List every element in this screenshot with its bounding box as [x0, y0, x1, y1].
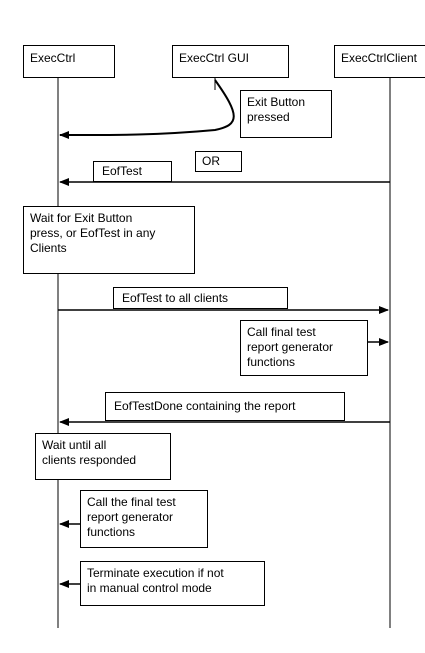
- note-wait-exit-or-eoftest: Wait for Exit Button press, or EofTest i…: [23, 206, 195, 274]
- label-eoftest-to-all-clients: EofTest to all clients: [113, 287, 288, 309]
- label-eoftestdone: EofTestDone containing the report: [105, 392, 345, 421]
- label-eoftest: EofTest: [93, 161, 172, 182]
- participant-execctrlclient: ExecCtrlClient: [334, 45, 425, 78]
- participant-execctrl-gui: ExecCtrl GUI: [172, 45, 289, 78]
- note-ctrl-call-final-report: Call the final test report generator fun…: [80, 490, 208, 548]
- note-client-call-final-report: Call final test report generator functio…: [240, 320, 368, 376]
- participant-execctrl: ExecCtrl: [23, 45, 115, 78]
- note-exit-button-pressed: Exit Button pressed: [240, 90, 332, 138]
- arrow-exit-button: [59, 79, 235, 140]
- note-wait-all-clients: Wait until all clients responded: [35, 433, 171, 480]
- note-terminate-execution: Terminate execution if not in manual con…: [80, 561, 265, 606]
- label-or: OR: [195, 151, 242, 172]
